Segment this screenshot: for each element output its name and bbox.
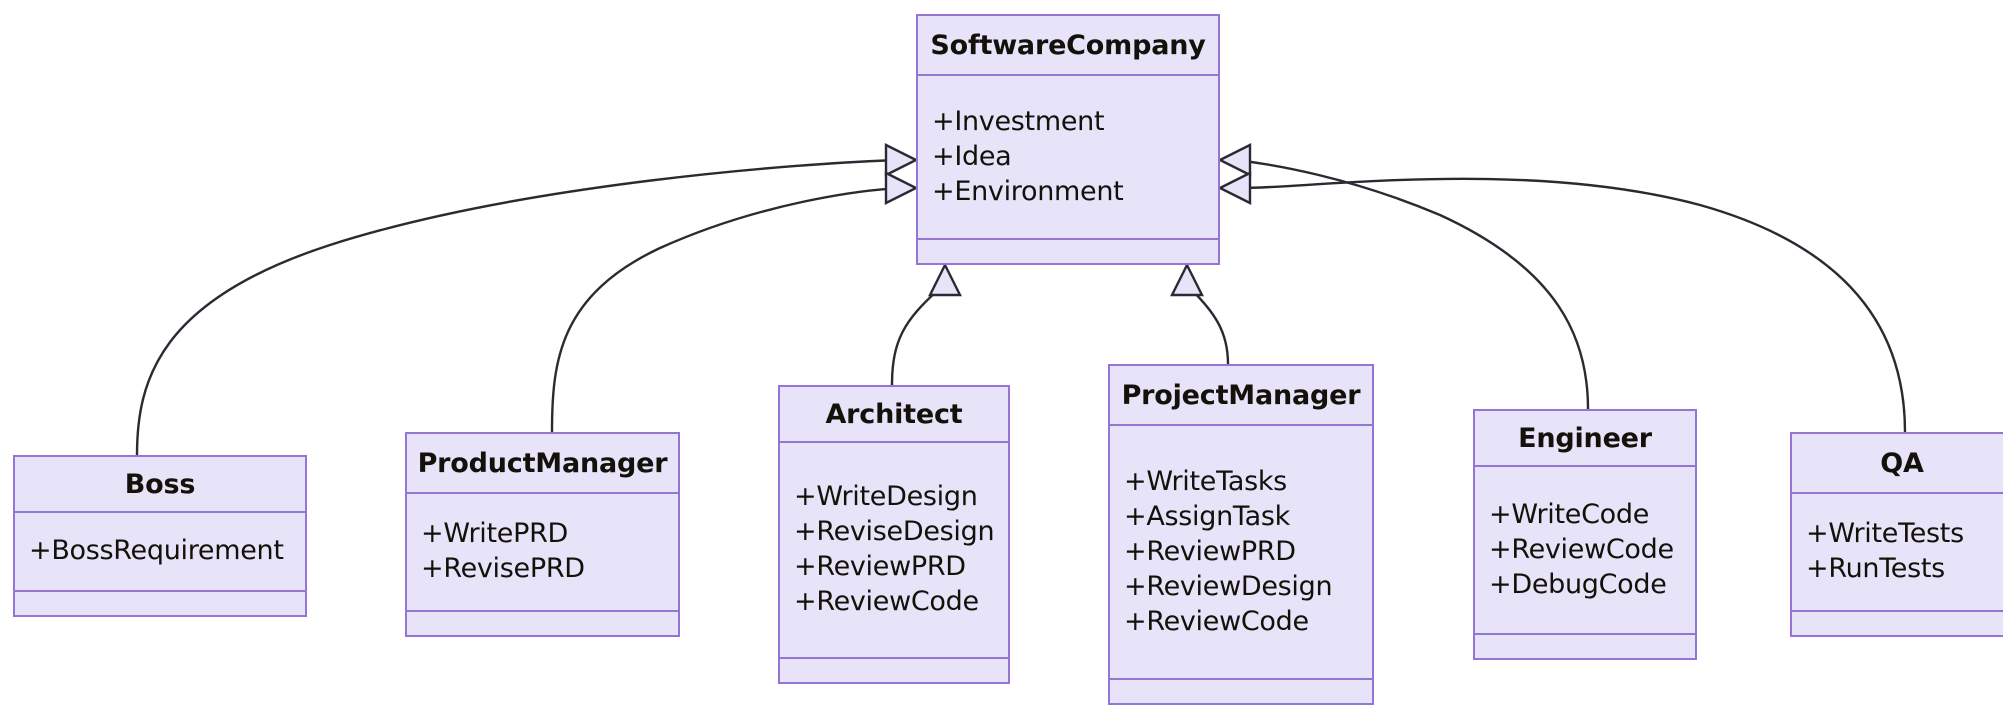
class-attribute: +BossRequirement (29, 535, 284, 566)
class-name-boss: Boss (15, 457, 305, 513)
class-attribute: +Investment (932, 105, 1105, 137)
class-name-software-company: SoftwareCompany (918, 16, 1218, 76)
class-attribute: +WriteTasks (1124, 465, 1287, 497)
class-methods-project-manager (1110, 680, 1372, 703)
class-attribute: +ReviewCode (1489, 533, 1674, 565)
class-attribute: +DebugCode (1489, 568, 1667, 600)
class-methods-qa (1792, 612, 2003, 635)
class-name-product-manager: ProductManager (407, 434, 678, 494)
generalization-arrowhead-project-manager (1170, 262, 1204, 297)
class-attribute: +WriteDesign (794, 481, 978, 512)
class-name-architect: Architect (780, 387, 1008, 443)
uml-class-software-company[interactable]: SoftwareCompany+Investment+Idea+Environm… (916, 14, 1220, 265)
relationship-edge-architect (890, 289, 939, 386)
uml-class-project-manager[interactable]: ProjectManager+WriteTasks+AssignTask+Rev… (1108, 364, 1374, 705)
class-name-engineer: Engineer (1475, 411, 1695, 467)
class-attribute: +ReviewPRD (1124, 535, 1296, 567)
class-attributes-project-manager: +WriteTasks+AssignTask+ReviewPRD+ReviewD… (1110, 426, 1372, 680)
class-name-project-manager: ProjectManager (1110, 366, 1372, 426)
class-attributes-qa: +WriteTests +RunTests (1792, 494, 2003, 612)
uml-class-product-manager[interactable]: ProductManager +WritePRD +RevisePRD (405, 432, 680, 637)
generalization-arrowhead-qa (1217, 171, 1252, 205)
class-attributes-architect: +WriteDesign +ReviseDesign +ReviewPRD +Revi… (780, 443, 1008, 659)
class-attribute: +Environment (932, 175, 1124, 207)
class-attribute: +ReviewCode (1124, 605, 1309, 637)
class-attributes-engineer: +WriteCode+ReviewCode+DebugCode (1475, 467, 1695, 635)
class-attribute: +WriteTests (1806, 518, 1964, 549)
class-attribute: +ReviewDesign (1124, 570, 1333, 602)
class-attribute: +WriteCode (1489, 498, 1650, 530)
class-attribute: +Idea (932, 140, 1012, 172)
class-attributes-boss: +BossRequirement (15, 513, 305, 592)
class-attribute: +WritePRD (421, 518, 569, 549)
class-attribute: +ReviewCode (794, 586, 979, 617)
uml-class-architect[interactable]: Architect +WriteDesign +ReviseDesign +Revie… (778, 385, 1010, 684)
class-methods-product-manager (407, 612, 678, 635)
class-attribute: +RunTests (1806, 553, 1945, 584)
class-name-qa: QA (1792, 434, 2003, 494)
uml-class-qa[interactable]: QA +WriteTests +RunTests (1790, 432, 2003, 637)
generalization-arrowhead-engineer (1217, 143, 1252, 177)
class-methods-software-company (918, 240, 1218, 263)
class-attributes-product-manager: +WritePRD +RevisePRD (407, 494, 678, 612)
class-attribute: +AssignTask (1124, 500, 1290, 532)
relationship-edge-project-manager (1191, 289, 1230, 365)
uml-class-engineer[interactable]: Engineer+WriteCode+ReviewCode+DebugCode (1473, 409, 1697, 660)
class-attribute: +RevisePRD (421, 553, 585, 584)
class-attribute: +ReviewPRD (794, 551, 966, 582)
generalization-arrowhead-boss (884, 143, 919, 177)
generalization-arrowhead-architect (928, 262, 962, 297)
class-attribute: +ReviseDesign (794, 516, 995, 547)
class-attributes-software-company: +Investment+Idea+Environment (918, 76, 1218, 240)
uml-class-boss[interactable]: Boss +BossRequirement (13, 455, 307, 617)
class-methods-architect (780, 659, 1008, 682)
class-methods-engineer (1475, 635, 1695, 658)
class-methods-boss (15, 592, 305, 615)
generalization-arrowhead-product-manager (884, 171, 919, 205)
